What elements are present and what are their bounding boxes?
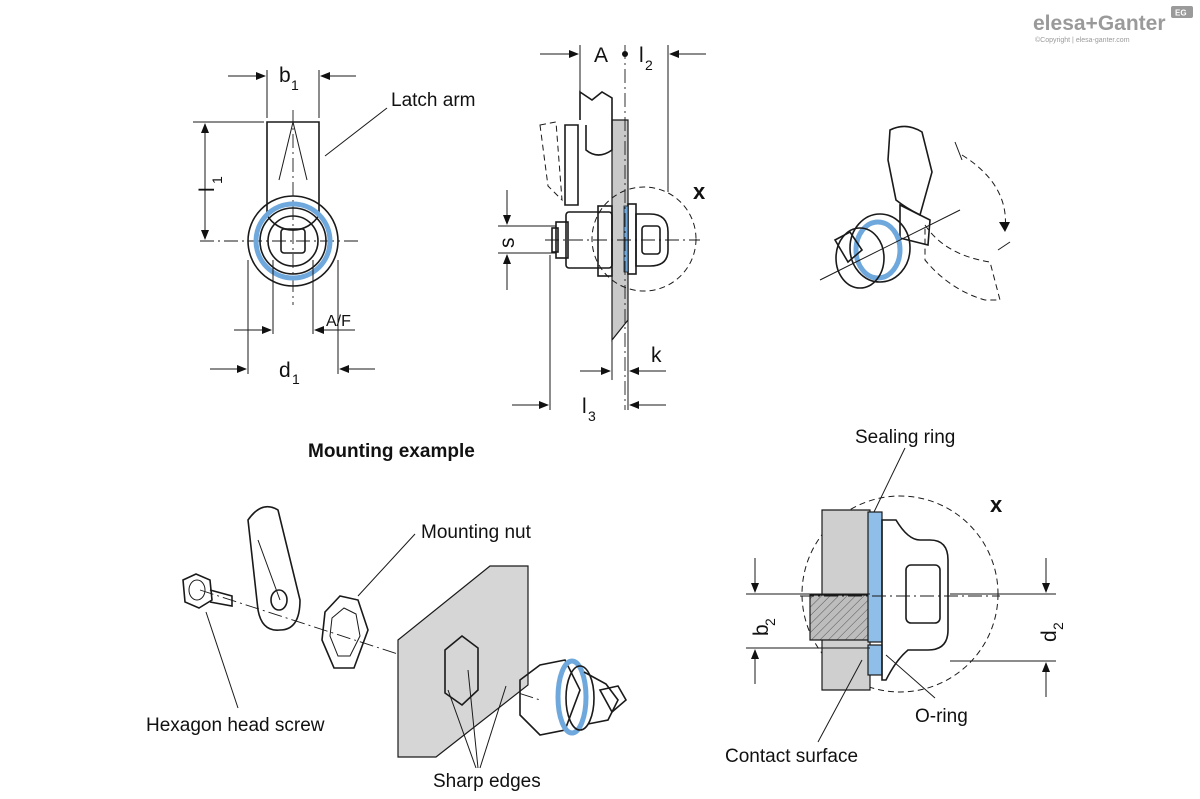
mounting-panel <box>397 565 529 758</box>
side-view: x A l 2 s k l 3 <box>496 44 706 424</box>
mounting-nut <box>321 595 369 669</box>
dim-af-label: A/F <box>326 313 351 330</box>
o-ring-detail <box>867 644 883 676</box>
dim-d1-subscript: 1 <box>292 371 300 387</box>
callout-contact-surface: Contact surface <box>725 746 858 767</box>
callout-mounting-nut: Mounting nut <box>421 522 532 543</box>
lock-body-exploded <box>519 658 628 736</box>
callout-latch-arm: Latch arm <box>391 90 475 111</box>
mounting-example: Mounting example Mounting <box>146 441 628 792</box>
dim-a-label: A <box>594 44 608 67</box>
dim-d1-label: d <box>279 359 291 382</box>
detail-x-view: x b 2 d 2 Sealing ring O-ring Contact su… <box>725 427 1066 767</box>
callout-sealing-ring: Sealing ring <box>855 427 955 448</box>
detail-x-circle <box>591 186 697 292</box>
dim-b1-subscript: 1 <box>291 77 299 93</box>
dim-b2-label: b <box>750 624 773 636</box>
square-drive <box>280 228 306 254</box>
dim-d2-subscript: 2 <box>1050 622 1066 630</box>
dim-b2-subscript: 2 <box>762 618 778 626</box>
logo-badge-icon <box>1171 6 1193 18</box>
dim-l2-label: l <box>639 44 644 67</box>
dim-s-label: s <box>496 238 519 249</box>
dim-k-label: k <box>651 344 662 367</box>
front-view: b 1 l 1 A/F d 1 Latch arm <box>193 64 475 387</box>
logo-copyright-text: ©Copyright | elesa-ganter.com <box>1035 36 1130 44</box>
hex-body-outline <box>247 195 339 287</box>
callout-sharp-edges: Sharp edges <box>433 771 541 792</box>
latch-arm-exploded <box>247 505 301 631</box>
dim-l1-subscript: 1 <box>209 176 225 184</box>
dim-l3-subscript: 3 <box>588 408 596 424</box>
callout-hex-screw: Hexagon head screw <box>146 715 325 736</box>
logo-badge-text: EG <box>1175 9 1187 18</box>
dim-b1-label: b <box>279 64 291 87</box>
dim-l3-label: l <box>582 395 587 418</box>
dim-l2-subscript: 2 <box>645 57 653 73</box>
hex-head-screw <box>182 573 233 609</box>
detail-x-marker: x <box>693 179 706 204</box>
brand-logo: elesa+Ganter ©Copyright | elesa-ganter.c… <box>1033 6 1193 44</box>
dim-l1-label: l <box>196 187 219 192</box>
detail-x-label: x <box>990 492 1003 517</box>
dim-d2-label: d <box>1038 630 1061 642</box>
sealing-ring-front <box>253 201 333 281</box>
callout-o-ring: O-ring <box>915 706 968 727</box>
logo-brand-text: elesa+Ganter <box>1033 12 1166 35</box>
sealing-ring-detail <box>867 511 883 643</box>
perspective-view <box>819 125 1011 301</box>
mounting-example-title: Mounting example <box>308 441 475 462</box>
